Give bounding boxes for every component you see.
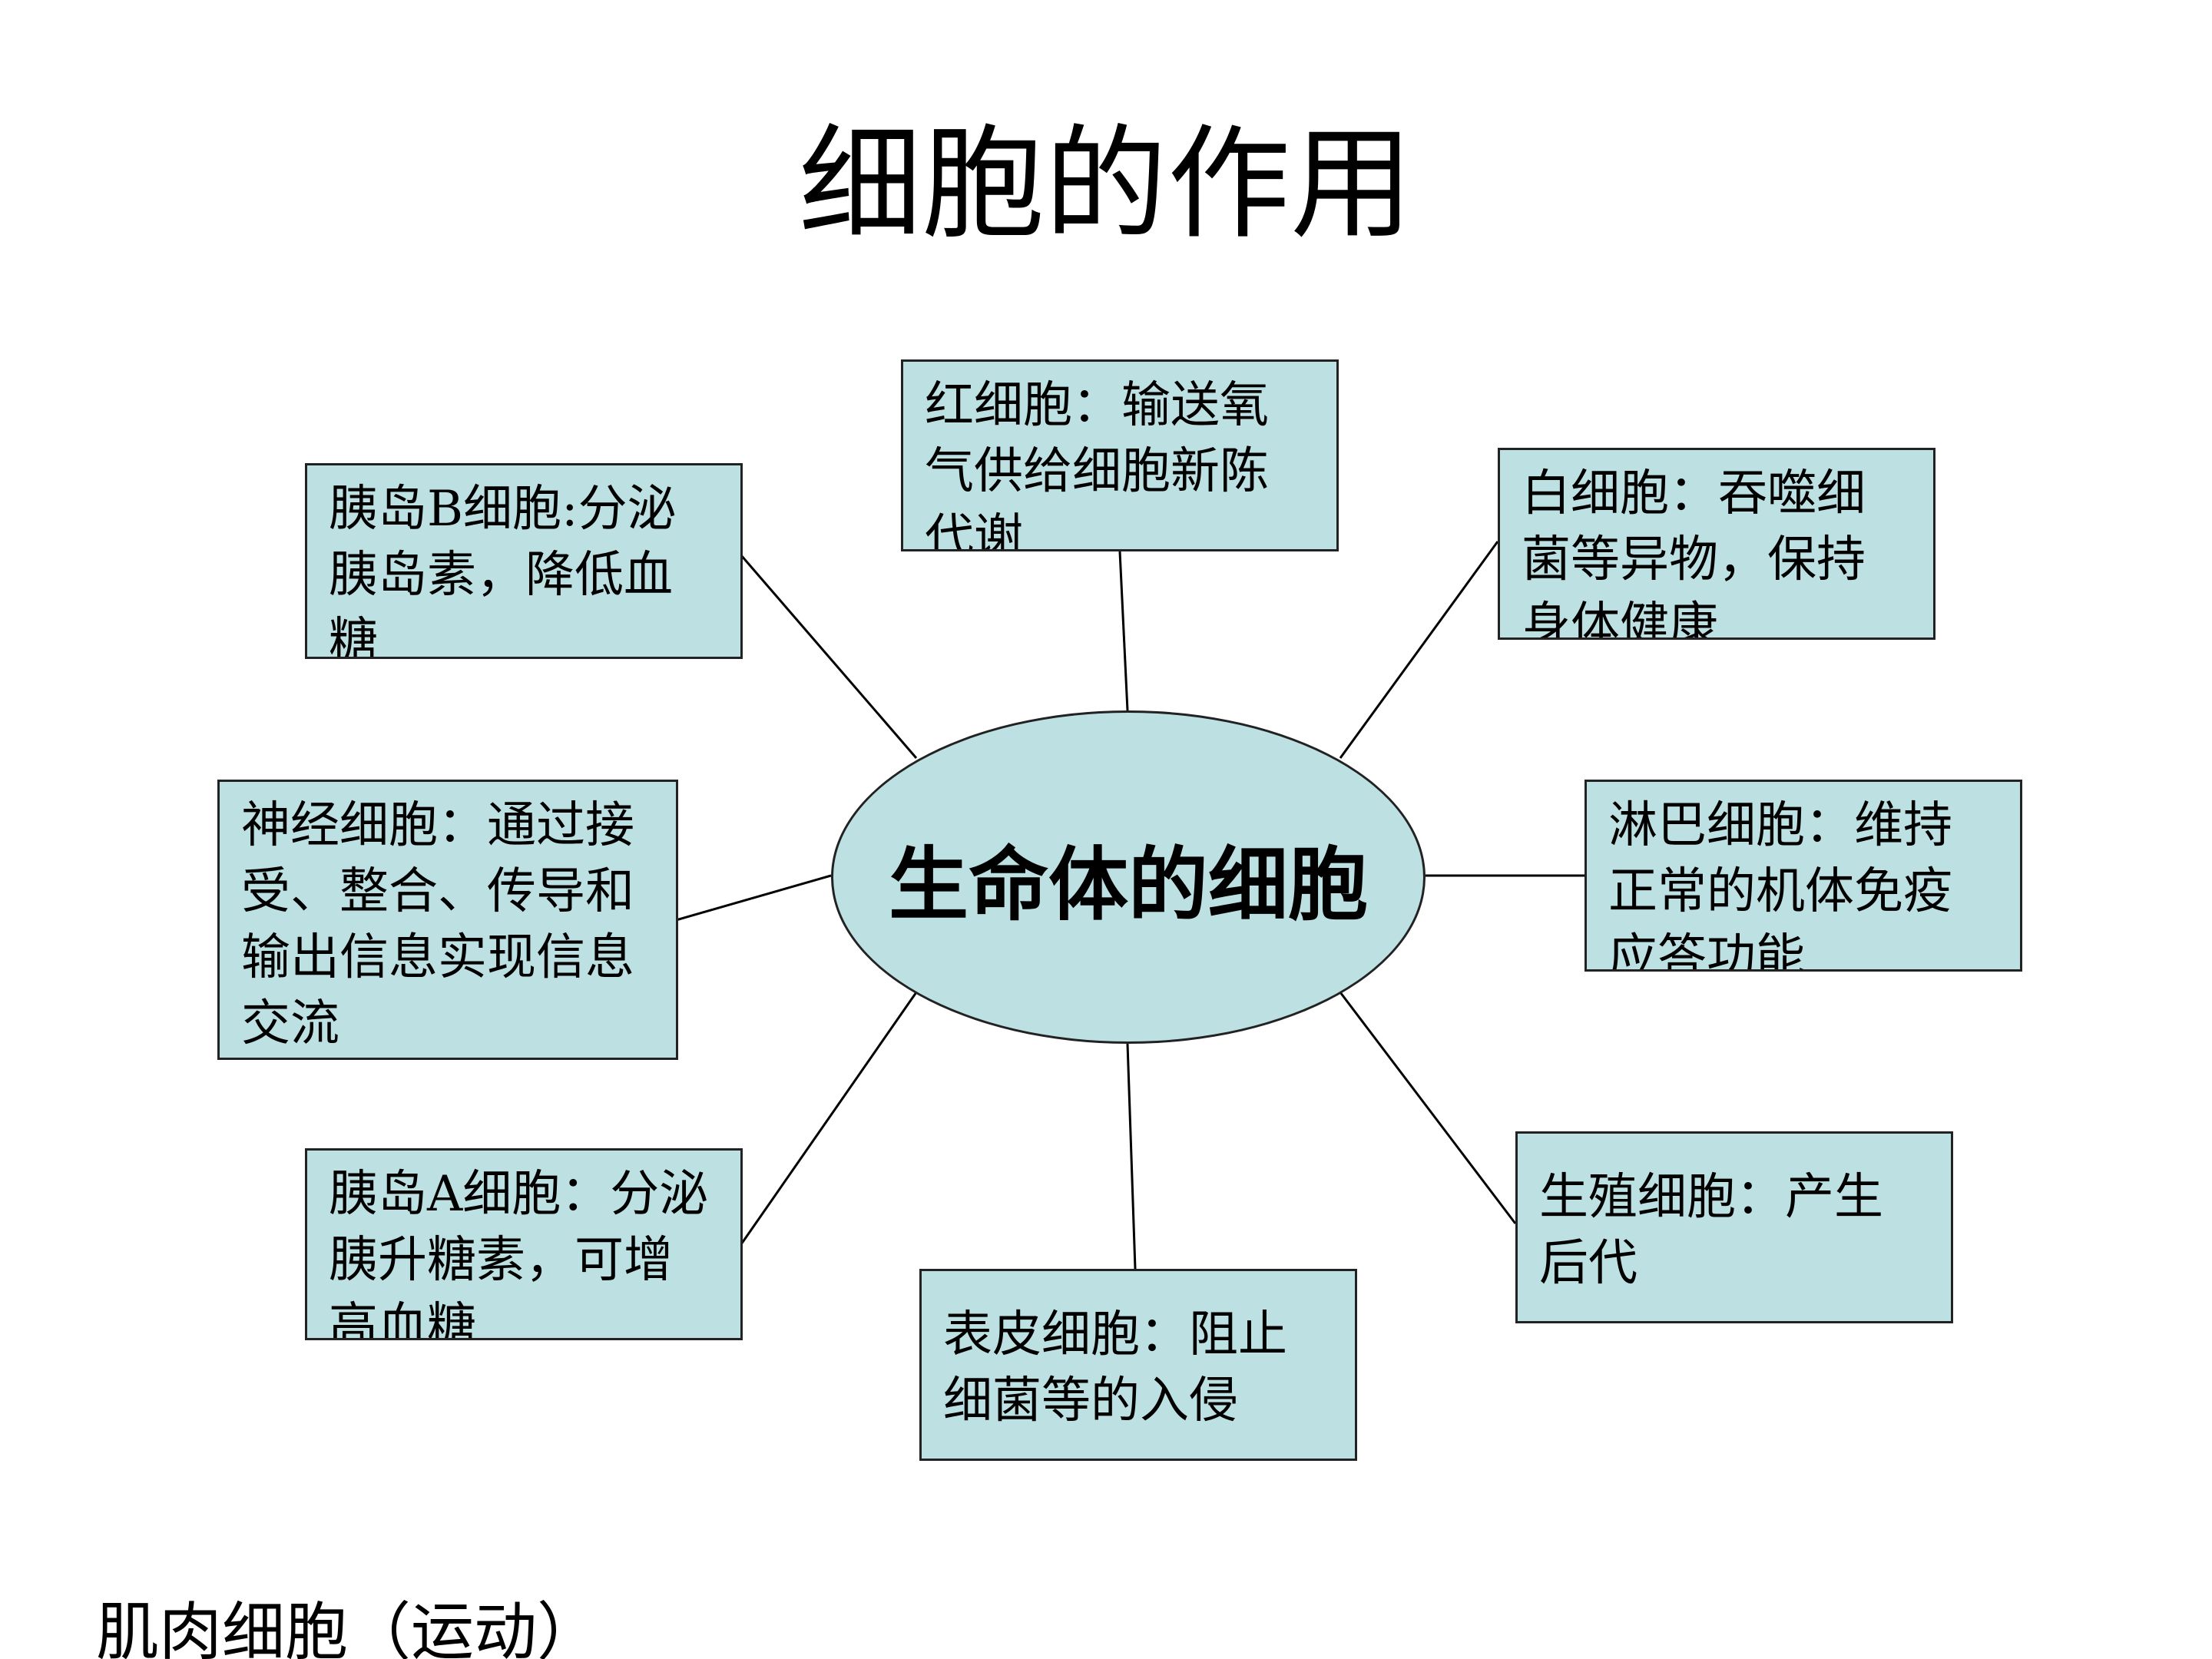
connector-epidermal-cell [1126, 1043, 1137, 1270]
center-node: 生命体的细胞 [831, 710, 1426, 1044]
node-red-blood-cell: 红细胞：输送氧气供给细胞新陈代谢 [901, 359, 1339, 551]
slide-title: 细胞的作用 [798, 112, 1413, 256]
node-lymphocyte: 淋巴细胞：维持正常的机体免疫应答功能 [1584, 780, 2022, 972]
connector-white-blood-cell [1339, 541, 1499, 759]
connector-islet-a-cell [740, 992, 918, 1245]
node-lymphocyte-text: 淋巴细胞：维持正常的机体免疫应答功能 [1608, 797, 1952, 972]
node-islet-b-cell: 胰岛B细胞:分泌胰岛素，降低血糖 [305, 463, 743, 659]
footer-text: 肌肉细胞（运动） [96, 1598, 601, 1659]
connector-islet-b-cell [740, 555, 918, 759]
node-nerve-cell: 神经细胞：通过接受、整合、传导和输出信息实现信息交流 [217, 780, 678, 1060]
node-germ-cell-text: 生殖细胞：产生后代 [1539, 1169, 1883, 1292]
connector-red-blood-cell [1118, 551, 1129, 711]
node-epidermal-cell-text: 表皮细胞：阻止细菌等的入侵 [943, 1306, 1287, 1429]
node-islet-b-cell-text: 胰岛B细胞:分泌胰岛素，降低血糖 [329, 481, 677, 659]
node-epidermal-cell: 表皮细胞：阻止细菌等的入侵 [919, 1269, 1357, 1461]
connector-germ-cell [1339, 992, 1517, 1224]
center-node-label: 生命体的细胞 [888, 836, 1368, 932]
node-nerve-cell-text: 神经细胞：通过接受、整合、传导和输出信息实现信息交流 [241, 797, 634, 1052]
node-white-blood-cell: 白细胞：吞噬细菌等异物，保持身体健康 [1498, 448, 1936, 640]
node-red-blood-cell-text: 红细胞：输送氧气供给细胞新陈代谢 [925, 377, 1269, 551]
connector-nerve-cell [675, 874, 832, 922]
node-islet-a-cell-text: 胰岛A细胞：分泌胰升糖素，可增高血糖 [329, 1166, 709, 1340]
node-germ-cell: 生殖细胞：产生后代 [1515, 1131, 1953, 1323]
node-white-blood-cell-text: 白细胞：吞噬细菌等异物，保持身体健康 [1522, 465, 1866, 640]
node-islet-a-cell: 胰岛A细胞：分泌胰升糖素，可增高血糖 [305, 1148, 743, 1340]
